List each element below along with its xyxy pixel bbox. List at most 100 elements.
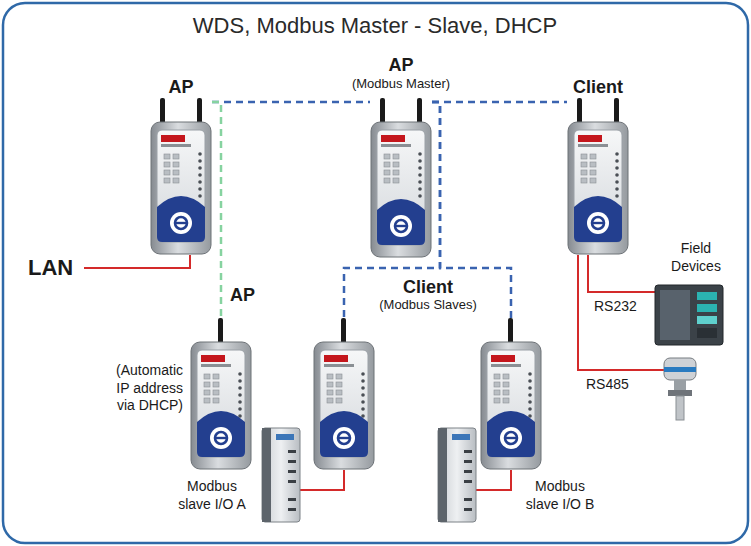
keypad-key — [213, 374, 219, 379]
logo-mark — [215, 437, 227, 439]
status-led — [418, 173, 422, 177]
radio-body — [481, 342, 541, 469]
logo-disc — [210, 427, 232, 449]
logo-patch — [324, 355, 348, 362]
status-led — [528, 393, 532, 397]
io-side — [438, 428, 447, 522]
status-led — [238, 386, 242, 390]
io-badge — [452, 434, 470, 440]
logo-panel — [320, 411, 368, 457]
sensor-band — [664, 367, 696, 372]
io-terminal — [464, 508, 472, 511]
radio-modem: AP — [150, 98, 212, 255]
radio-picture — [567, 98, 629, 255]
diagram-title: WDS, Modbus Master - Slave, DHCP — [193, 12, 557, 40]
status-led — [615, 166, 619, 170]
status-led — [198, 159, 202, 163]
keypad-key — [503, 382, 509, 387]
radio-modem: AP(Modbus Master) — [370, 98, 432, 258]
logo-bar — [161, 144, 191, 147]
part-label: Modbus slave I/O A — [172, 478, 252, 513]
io-module — [262, 428, 300, 522]
status-led — [615, 180, 619, 184]
keypad-key — [327, 374, 333, 379]
part-label: Field Devices — [665, 240, 727, 275]
radio-modem: AP(Automatic IP address via DHCP) — [190, 318, 252, 470]
keypad-key — [173, 162, 179, 167]
keypad-key — [204, 382, 210, 387]
status-led — [418, 159, 422, 163]
io-terminal — [288, 460, 296, 463]
rs485-wire — [578, 255, 664, 370]
device-label-holder: (Modbus Master) — [352, 76, 450, 92]
keypad-key — [384, 178, 390, 183]
label-holder: LAN — [28, 254, 73, 282]
keypad-key — [503, 374, 509, 379]
keypad-key — [213, 398, 219, 403]
logo-disc — [390, 215, 412, 237]
radio-modem: Client(Modbus Slaves) — [313, 318, 375, 470]
keypad-key — [590, 178, 596, 183]
keypad-key — [393, 178, 399, 183]
keypad-key — [164, 170, 170, 175]
status-led — [615, 187, 619, 191]
keypad-key — [503, 398, 509, 403]
lan-wire — [84, 255, 190, 268]
radio-face — [574, 130, 622, 242]
radio-body — [371, 122, 431, 257]
keypad-key — [327, 382, 333, 387]
sensor-neck — [674, 380, 686, 390]
io-terminal — [288, 450, 296, 453]
sensor-flange — [668, 390, 692, 396]
plc-indicator — [697, 304, 717, 312]
keypad-key — [581, 170, 587, 175]
plc-indicator — [697, 316, 717, 324]
io-wire — [300, 470, 344, 490]
radio-body — [314, 342, 374, 469]
label-holder: RS232 — [594, 298, 637, 316]
title-holder: WDS, Modbus Master - Slave, DHCP — [193, 12, 557, 40]
io-terminal — [288, 508, 296, 511]
keypad-key — [581, 162, 587, 167]
keypad-key — [494, 382, 500, 387]
io-terminal — [464, 460, 472, 463]
status-led — [238, 393, 242, 397]
wireless-link — [212, 102, 221, 318]
plc-indicator — [697, 328, 717, 338]
part-label: RS485 — [586, 376, 629, 394]
status-led — [361, 386, 365, 390]
device-note: (Automatic IP address via DHCP) — [103, 362, 183, 415]
radio-face — [377, 130, 425, 245]
label-holder: Field Devices — [665, 240, 727, 275]
logo-mark — [175, 217, 187, 229]
part-label: Modbus slave I/O B — [520, 478, 600, 513]
status-led — [418, 180, 422, 184]
io-terminal — [288, 470, 296, 473]
status-led — [528, 407, 532, 411]
keypad-key — [336, 382, 342, 387]
device-label-holder: AP — [168, 76, 193, 99]
io-side — [262, 428, 271, 522]
logo-bar — [201, 364, 231, 367]
io-module — [438, 428, 476, 522]
status-led — [198, 152, 202, 156]
status-led — [361, 372, 365, 376]
logo-panel — [377, 199, 425, 245]
logo-mark — [592, 217, 604, 229]
radio-body — [568, 122, 628, 254]
device-label-holder: Client — [403, 276, 453, 299]
radio-picture — [150, 98, 212, 255]
radio-picture — [313, 318, 375, 470]
plc-indicator — [697, 292, 717, 300]
status-led — [198, 180, 202, 184]
device-role: AP — [388, 54, 413, 77]
device-label-holder: (Automatic IP address via DHCP) — [103, 362, 183, 415]
status-led — [361, 379, 365, 383]
status-led — [418, 166, 422, 170]
keypad-key — [384, 170, 390, 175]
logo-bar — [491, 364, 521, 367]
keypad-key — [590, 154, 596, 159]
logo-panel — [197, 411, 245, 457]
logo-disc — [333, 427, 355, 449]
status-led — [198, 166, 202, 170]
